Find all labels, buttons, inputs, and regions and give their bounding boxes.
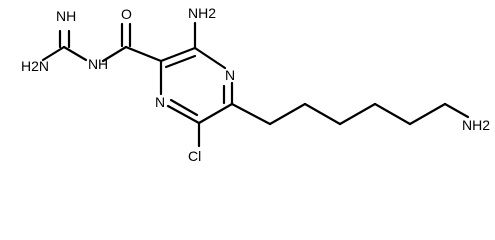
label-amide-nitrogen: N	[88, 56, 98, 72]
bond-chain-to-terminal-amine	[443, 102, 470, 119]
bond-chain-6	[408, 102, 447, 126]
bond-ring-c3-to-c4	[197, 102, 234, 125]
bond-ring-c4-to-n-bottom	[166, 104, 201, 125]
bond-ring-c1-to-c2-double	[164, 54, 197, 69]
bond-ring-c1-to-c2	[159, 46, 197, 63]
label-ring-nitrogen-top: N	[225, 67, 235, 83]
bond-guanidine-carbon-to-amide-n	[62, 45, 88, 62]
label-guanidine-amine: H2N	[21, 58, 49, 74]
label-amide-hydrogen: H	[98, 56, 108, 72]
label-ring-nitrogen-bottom: N	[155, 94, 165, 110]
bond-chain-2	[268, 102, 307, 126]
bond-chain-3	[303, 102, 342, 126]
label-carbonyl-oxygen: O	[121, 6, 132, 22]
label-layer: NH H2N N H O NH2 N N Cl NH2	[21, 5, 490, 164]
bond-chain-1	[230, 102, 272, 126]
bond-chain-5	[373, 102, 412, 126]
label-chlorine: Cl	[188, 148, 201, 164]
chemical-structure-diagram: NH H2N N H O NH2 N N Cl NH2	[21, 5, 490, 164]
bond-ring-c2-to-n-top	[193, 46, 227, 70]
bond-chain-4	[338, 102, 377, 126]
bond-amide-n-to-carbonyl-carbon	[101, 45, 128, 63]
bond-guanidine-carbon-to-h2n	[41, 45, 66, 62]
bond-carbonyl-to-ring	[124, 45, 163, 63]
label-terminal-amine: NH2	[462, 117, 490, 133]
label-imine: NH	[56, 8, 76, 24]
label-ring-amine: NH2	[188, 5, 216, 21]
bond-layer	[41, 21, 470, 148]
bond-ring-c4-to-n-bottom-double	[169, 98, 199, 117]
